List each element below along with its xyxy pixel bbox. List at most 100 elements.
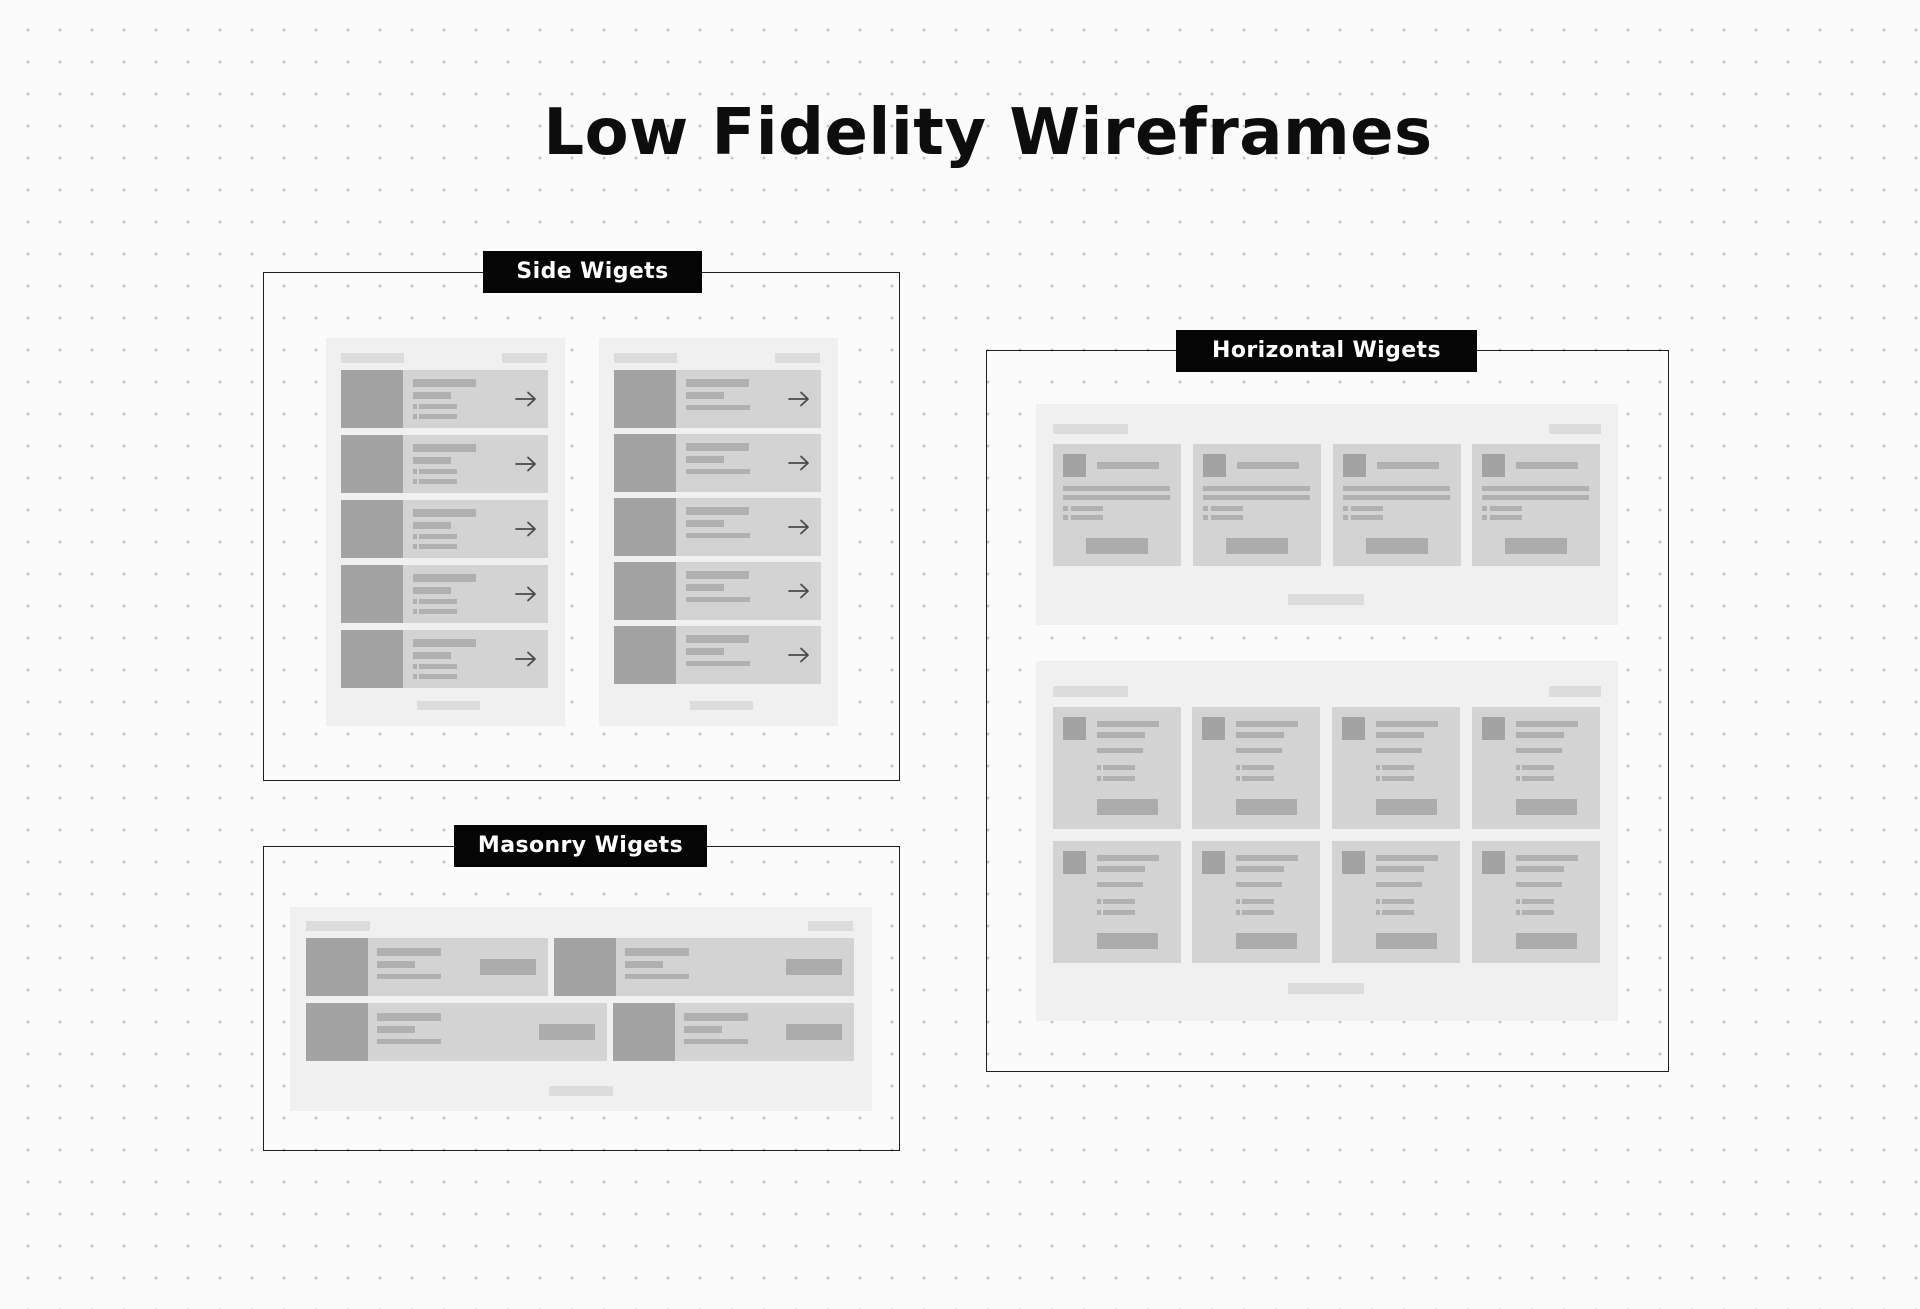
- row-meta-dot: [413, 664, 417, 669]
- card-meta-bar: [1103, 899, 1135, 904]
- card-button: [1236, 799, 1297, 815]
- card-subtitle-bar: [1516, 866, 1564, 872]
- card-meta-dot: [1376, 910, 1380, 915]
- card-meta-dot: [1236, 910, 1240, 915]
- arrow-right-icon: [515, 521, 537, 537]
- row-title-bar: [686, 507, 749, 515]
- masonry-meta-bar: [377, 974, 441, 979]
- card-meta-dot: [1236, 776, 1240, 781]
- row-subtitle-bar: [686, 392, 724, 399]
- card-meta-bar: [1522, 910, 1554, 915]
- card-button: [1376, 933, 1437, 949]
- card-meta-bar: [1242, 910, 1274, 915]
- panel-heading-bar: [306, 921, 370, 931]
- masonry-thumbnail: [306, 938, 368, 996]
- card-text-bar: [1343, 495, 1450, 500]
- card-meta-bar: [1211, 506, 1243, 511]
- row-title-bar: [686, 443, 749, 451]
- card-button: [1226, 538, 1288, 554]
- row-title-bar: [413, 444, 476, 452]
- card-meta-dot: [1063, 515, 1068, 520]
- row-meta-dot: [413, 609, 417, 614]
- card-title-bar: [1236, 855, 1298, 861]
- panel-link-bar: [808, 921, 853, 931]
- card-subtitle-bar: [1097, 732, 1145, 738]
- panel-link-bar: [775, 353, 820, 363]
- horizontal-widgets-label: Horizontal Wigets: [1176, 330, 1477, 372]
- panel-heading-bar: [1053, 686, 1128, 697]
- panel-link-bar: [1549, 424, 1601, 434]
- panel-link-bar: [1549, 686, 1601, 697]
- card-meta-bar: [1242, 776, 1274, 781]
- card-meta-dot: [1097, 899, 1101, 904]
- card-avatar: [1063, 851, 1086, 874]
- card-subtitle-bar: [1097, 866, 1145, 872]
- masonry-thumbnail: [613, 1003, 675, 1061]
- card-button: [1097, 933, 1158, 949]
- card-text-bar: [1516, 748, 1562, 753]
- card-meta-dot: [1376, 776, 1380, 781]
- card-meta-dot: [1376, 765, 1380, 770]
- masonry-title-bar: [684, 1013, 748, 1021]
- card-avatar: [1482, 851, 1505, 874]
- row-meta-bar: [419, 544, 457, 549]
- row-title-bar: [686, 635, 749, 643]
- page-title: Low Fidelity Wireframes: [543, 96, 1433, 170]
- row-subtitle-bar: [686, 584, 724, 591]
- card-meta-dot: [1203, 506, 1208, 511]
- row-subtitle-bar: [686, 648, 724, 655]
- card-button: [1086, 538, 1148, 554]
- row-meta-bar: [419, 609, 457, 614]
- card-title-bar: [1516, 462, 1578, 469]
- card-meta-dot: [1516, 910, 1520, 915]
- card-text-bar: [1203, 495, 1310, 500]
- card-meta-bar: [1382, 910, 1414, 915]
- card-text-bar: [1376, 882, 1422, 887]
- panel-footer-bar: [690, 701, 753, 710]
- row-meta-bar: [419, 404, 457, 409]
- masonry-button: [539, 1024, 595, 1040]
- masonry-subtitle-bar: [625, 961, 663, 968]
- panel-footer-bar: [549, 1086, 613, 1096]
- card-meta-bar: [1490, 515, 1522, 520]
- masonry-subtitle-bar: [684, 1026, 722, 1033]
- card-meta-bar: [1382, 776, 1414, 781]
- card-meta-bar: [1242, 899, 1274, 904]
- card-meta-dot: [1203, 515, 1208, 520]
- row-meta-dot: [413, 479, 417, 484]
- card-text-bar: [1203, 486, 1310, 491]
- panel-footer-bar: [1288, 594, 1364, 605]
- panel-link-bar: [502, 353, 547, 363]
- masonry-thumbnail: [554, 938, 616, 996]
- arrow-right-icon: [788, 391, 810, 407]
- masonry-title-bar: [625, 948, 689, 956]
- row-meta-bar: [419, 674, 457, 679]
- panel-footer-bar: [1288, 983, 1364, 994]
- panel-footer-bar: [417, 701, 480, 710]
- arrow-right-icon: [788, 455, 810, 471]
- card-text-bar: [1236, 882, 1282, 887]
- card-meta-dot: [1343, 515, 1348, 520]
- card-subtitle-bar: [1376, 866, 1424, 872]
- card-text-bar: [1343, 486, 1450, 491]
- row-meta-bar: [419, 414, 457, 419]
- panel-heading-bar: [614, 353, 677, 363]
- row-meta-bar: [686, 469, 750, 474]
- row-meta-bar: [419, 469, 457, 474]
- row-subtitle-bar: [686, 456, 724, 463]
- card-avatar: [1342, 851, 1365, 874]
- row-meta-bar: [419, 599, 457, 604]
- card-meta-bar: [1103, 776, 1135, 781]
- row-meta-bar: [686, 405, 750, 410]
- masonry-button: [786, 1024, 842, 1040]
- masonry-title-bar: [377, 1013, 441, 1021]
- row-subtitle-bar: [413, 522, 451, 529]
- row-thumbnail: [614, 434, 676, 492]
- panel-heading-bar: [341, 353, 404, 363]
- card-text-bar: [1097, 882, 1143, 887]
- card-text-bar: [1063, 486, 1170, 491]
- row-thumbnail: [341, 370, 403, 428]
- card-subtitle-bar: [1236, 732, 1284, 738]
- card-meta-bar: [1522, 899, 1554, 904]
- card-meta-dot: [1376, 899, 1380, 904]
